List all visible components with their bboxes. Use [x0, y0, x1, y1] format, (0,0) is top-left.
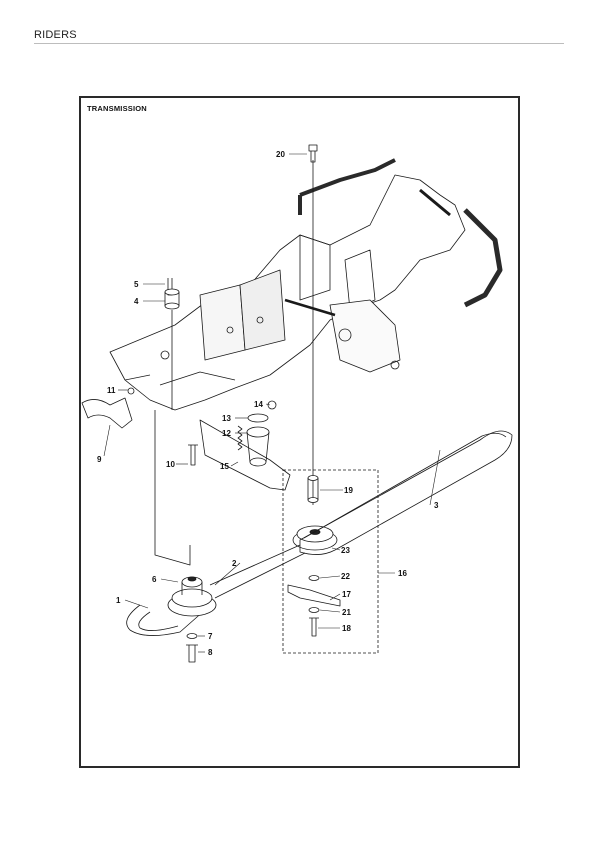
diagram-frame: TRANSMISSION [79, 96, 520, 768]
diagram-title: TRANSMISSION [87, 104, 147, 113]
callout-19: 19 [344, 486, 353, 495]
callout-1: 1 [116, 596, 121, 605]
callout-16: 16 [398, 569, 407, 578]
sleeve-19 [307, 475, 319, 503]
callout-22: 22 [341, 572, 350, 581]
header-divider [34, 43, 564, 44]
guide-line-6 [154, 410, 191, 566]
callout-20: 20 [276, 150, 285, 159]
bolt-10 [188, 444, 198, 466]
callout-17: 17 [342, 590, 351, 599]
belt-2 [209, 544, 306, 599]
bolt-20 [308, 144, 318, 163]
callout-8: 8 [208, 648, 213, 657]
chassis-frame [109, 158, 503, 411]
bushing-4 [164, 288, 180, 310]
bracket-9 [81, 397, 133, 429]
callout-15: 15 [220, 462, 229, 471]
nut-11 [127, 387, 135, 395]
washer-21 [308, 607, 320, 613]
callout-23: 23 [341, 546, 350, 555]
callout-13: 13 [222, 414, 231, 423]
leader-lines [103, 153, 441, 653]
subassembly-box-16 [282, 469, 379, 654]
callout-4: 4 [134, 297, 139, 306]
bolt-18 [309, 617, 319, 637]
callout-21: 21 [342, 608, 351, 617]
pulley-6 [167, 576, 217, 617]
washer-22 [308, 575, 320, 581]
page-header: RIDERS [34, 29, 77, 41]
callout-14: 14 [254, 400, 263, 409]
bracket-17 [287, 584, 341, 607]
spring-15 [237, 425, 243, 451]
callout-12: 12 [222, 429, 231, 438]
callout-6: 6 [152, 575, 157, 584]
washer-7 [186, 633, 198, 639]
callout-5: 5 [134, 280, 139, 289]
bolt-8 [186, 644, 198, 663]
callout-labels: 20 5 4 11 9 10 14 13 12 15 19 3 23 22 16… [97, 150, 439, 657]
callout-7: 7 [208, 632, 213, 641]
callout-9: 9 [97, 455, 102, 464]
callout-10: 10 [166, 460, 175, 469]
idler-arm [199, 419, 291, 491]
callout-3: 3 [434, 501, 439, 510]
callout-11: 11 [107, 386, 116, 395]
belt-1 [126, 604, 206, 636]
idler-parts-12-14 [246, 400, 277, 467]
callout-2: 2 [232, 559, 237, 568]
callout-18: 18 [342, 624, 351, 633]
belt-3 [299, 430, 513, 555]
